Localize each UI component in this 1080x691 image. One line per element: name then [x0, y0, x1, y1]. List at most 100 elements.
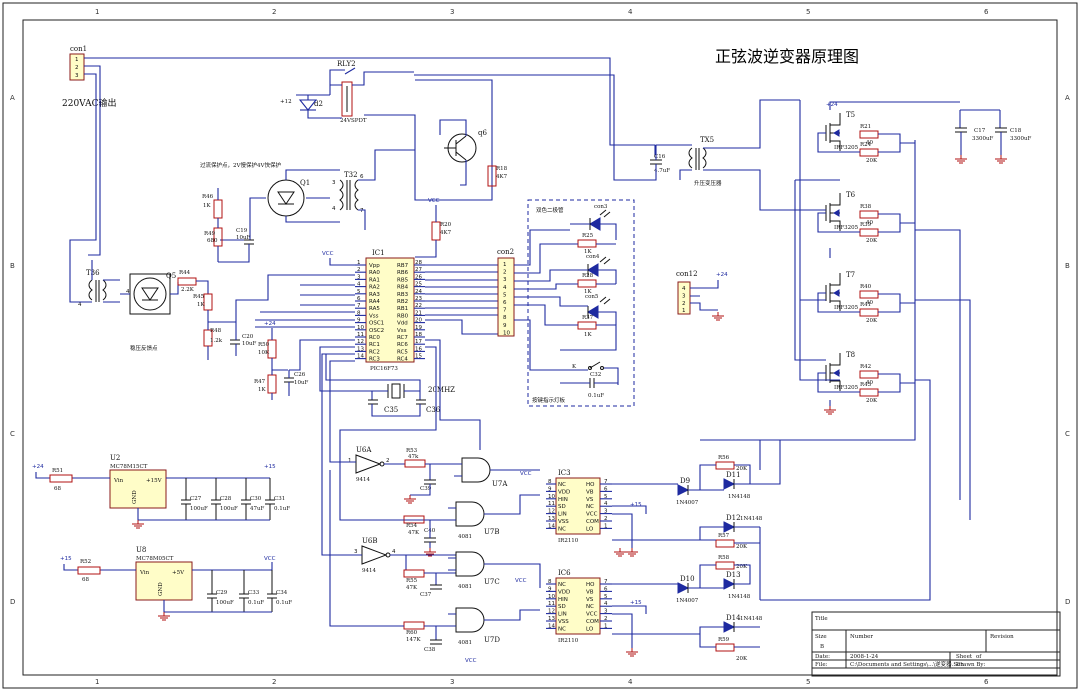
c19-capacitor: C19 10uF: [218, 228, 254, 263]
driver-pin-name: NC: [558, 526, 566, 532]
svg-text:+24: +24: [32, 464, 44, 470]
resistor-value: 20K: [866, 158, 878, 164]
con2-pin-number: 2: [503, 270, 507, 276]
svg-text:68: 68: [82, 577, 89, 583]
driver-pin-name: VDD: [558, 489, 570, 495]
gate-label: U7D: [484, 636, 500, 644]
driver-pin-name: LO: [586, 526, 594, 532]
con2-pin-number: 1: [503, 262, 507, 268]
con1-connector: 123 con1: [69, 45, 87, 81]
driver-pin-number: 12: [548, 509, 555, 515]
r24-resistor: R24 20K: [859, 142, 879, 164]
mosfet-type: IRF3205: [834, 385, 859, 391]
ic1-pin-number: 24: [415, 289, 422, 295]
svg-text:9414: 9414: [362, 568, 376, 574]
ground-symbol: [824, 406, 836, 415]
ic1-pin-name: RB5: [397, 277, 409, 283]
driver-pin-name: HO: [586, 582, 595, 588]
q6-transistor: q6: [439, 119, 487, 186]
ground-symbol: [995, 155, 1007, 164]
ic1-pin-number: 25: [415, 282, 422, 288]
c35-capacitor: C35: [368, 399, 398, 414]
ic1-right-pins: 28RB727RB626RB525RB424RB323RB222RB121RB0…: [397, 260, 425, 363]
mosfet-label: T5: [846, 111, 855, 119]
svg-text:K: K: [572, 364, 577, 370]
key-switch: K: [560, 361, 619, 385]
resistor-value: 40: [866, 300, 873, 306]
gate-label: U7C: [484, 578, 500, 586]
u8-regulator: U8 MC78M05CT Vin +5V GND +15: [60, 546, 273, 612]
r50-resistor: +24 R50 10K: [258, 321, 288, 371]
driver-pin-number: 5: [604, 594, 608, 600]
ic1-pin-name: RA1: [369, 277, 380, 283]
svg-text:68: 68: [54, 486, 61, 492]
resistor-label: R24: [860, 142, 872, 148]
led-con5: con5: [575, 294, 617, 325]
ic1-pin-name: RB0: [397, 313, 409, 319]
driver-pin-name: NC: [558, 482, 566, 488]
svg-text:6: 6: [360, 174, 364, 180]
svg-text:+24: +24: [264, 321, 276, 327]
svg-text:R54: R54: [406, 523, 418, 529]
svg-text:con5: con5: [585, 294, 599, 300]
driver-pin-name: NC: [586, 504, 594, 510]
grid-row-a: A: [10, 94, 15, 102]
ic1-pin-number: 12: [357, 339, 364, 345]
r55-resistor: R55 47K: [403, 569, 456, 591]
q1-bridge: Q1: [220, 169, 340, 241]
c40-capacitor: C40: [424, 520, 436, 548]
svg-text:680: 680: [207, 238, 218, 244]
mosfet-type: IRF3205: [834, 305, 859, 311]
resistor-value: 40: [866, 140, 873, 146]
grid-col-1-bottom: 1: [95, 678, 99, 686]
svg-text:R45: R45: [193, 294, 205, 300]
svg-text:Title: Title: [815, 616, 828, 622]
ic1-pin-number: 17: [415, 339, 422, 345]
led-board-outline: [527, 199, 635, 407]
vcc-gate-label: VCC: [520, 471, 532, 477]
ic1-pin-name: Vdd: [397, 321, 408, 327]
svg-text:4: 4: [126, 289, 130, 295]
driver-pin-name: VDD: [558, 589, 570, 595]
driver-pin-name: LIN: [558, 512, 567, 518]
r18-resistor: R18 4K7: [487, 165, 508, 187]
resistor-label: R59: [718, 637, 730, 643]
con12-pin-number: 1: [682, 308, 686, 314]
svg-text:MC78M05CT: MC78M05CT: [136, 556, 174, 562]
con2-pin-number: 9: [503, 323, 507, 329]
r59-body: [715, 643, 735, 652]
r25-resistor: R25 1K: [575, 233, 616, 255]
c39-capacitor: C39: [410, 479, 436, 496]
diode-label: D14: [726, 614, 741, 622]
ground-symbol: [132, 520, 144, 529]
driver-type: IR2110: [558, 638, 579, 644]
p24-bridge-label: +24: [826, 102, 838, 108]
svg-text:T36: T36: [86, 269, 100, 277]
c20-capacitor: C20 10uF: [230, 274, 355, 356]
resistor-label: R40: [860, 284, 872, 290]
svg-text:C20: C20: [242, 334, 254, 340]
svg-text:File:: File:: [815, 662, 828, 668]
driver-label: IC6: [558, 569, 571, 577]
ic1-pin-number: 2: [357, 267, 361, 273]
driver-pin-name: COM: [586, 619, 599, 625]
diode-type: 1N4148: [728, 494, 751, 500]
capacitor-label: C28: [220, 496, 232, 502]
grid-col-6-bottom: 6: [984, 678, 989, 686]
resistor-value: 40: [866, 220, 873, 226]
svg-text:1K: 1K: [203, 203, 211, 209]
driver-pin-number: 2: [604, 516, 608, 522]
resistor-label: R38: [860, 204, 872, 210]
driver-label: IC3: [558, 469, 571, 477]
ic1-pin-number: 8: [357, 310, 361, 316]
svg-text:R46: R46: [202, 194, 214, 200]
gate-label: U7B: [484, 528, 500, 536]
